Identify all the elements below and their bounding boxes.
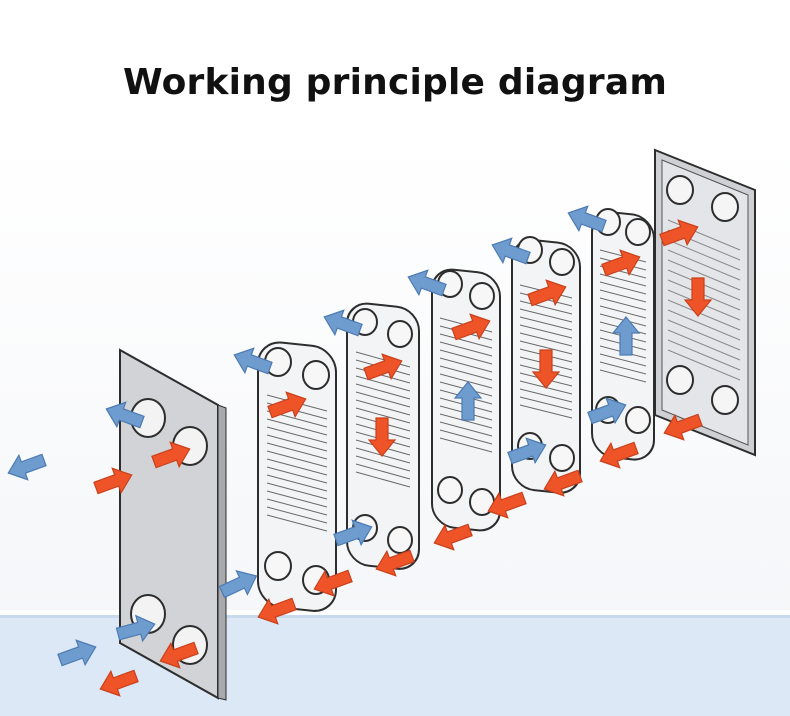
hot-arrow xyxy=(375,549,415,577)
hot-arrow xyxy=(159,641,199,669)
hot-arrow xyxy=(601,249,641,277)
hot-arrow xyxy=(257,597,297,625)
hot-arrow xyxy=(451,313,491,341)
front-frame-plate xyxy=(119,348,227,701)
cold-arrow xyxy=(57,639,97,667)
cold-arrow xyxy=(333,519,373,547)
hot-arrow xyxy=(433,523,473,551)
hot-arrow xyxy=(527,279,567,307)
cold-arrow xyxy=(7,453,47,481)
cold-arrow xyxy=(407,269,447,297)
cold-arrow xyxy=(491,237,531,265)
hot-arrow xyxy=(93,467,133,495)
cold-arrow xyxy=(587,397,627,425)
cold-arrow xyxy=(218,570,258,599)
hot-arrow xyxy=(663,413,703,441)
diagram-title: Working principle diagram xyxy=(122,62,668,103)
cold-arrow xyxy=(323,309,363,337)
rear-plate-hatching xyxy=(667,219,741,381)
hot-arrow xyxy=(487,491,527,519)
cold-arrow xyxy=(115,614,156,643)
cold-arrow xyxy=(567,205,607,233)
floor-band-top-line xyxy=(0,615,790,618)
hot-arrow xyxy=(659,219,699,247)
cold-arrow xyxy=(507,437,547,465)
hot-arrow xyxy=(599,441,639,469)
hot-arrow-down xyxy=(683,277,713,317)
hot-arrow xyxy=(99,669,139,697)
hot-arrow-down xyxy=(531,349,561,389)
cold-arrow-up xyxy=(611,316,641,356)
hot-arrow xyxy=(313,569,353,597)
hot-arrow xyxy=(363,353,403,381)
cold-arrow xyxy=(105,401,145,429)
hot-arrow-down xyxy=(367,417,397,457)
cold-flow-arrows xyxy=(7,205,641,667)
hot-arrow xyxy=(543,469,583,497)
hot-flow-arrows xyxy=(93,219,713,697)
cold-arrow xyxy=(233,347,273,375)
hot-arrow xyxy=(267,391,307,419)
cold-arrow-up xyxy=(453,381,483,421)
hot-arrow xyxy=(151,441,191,469)
